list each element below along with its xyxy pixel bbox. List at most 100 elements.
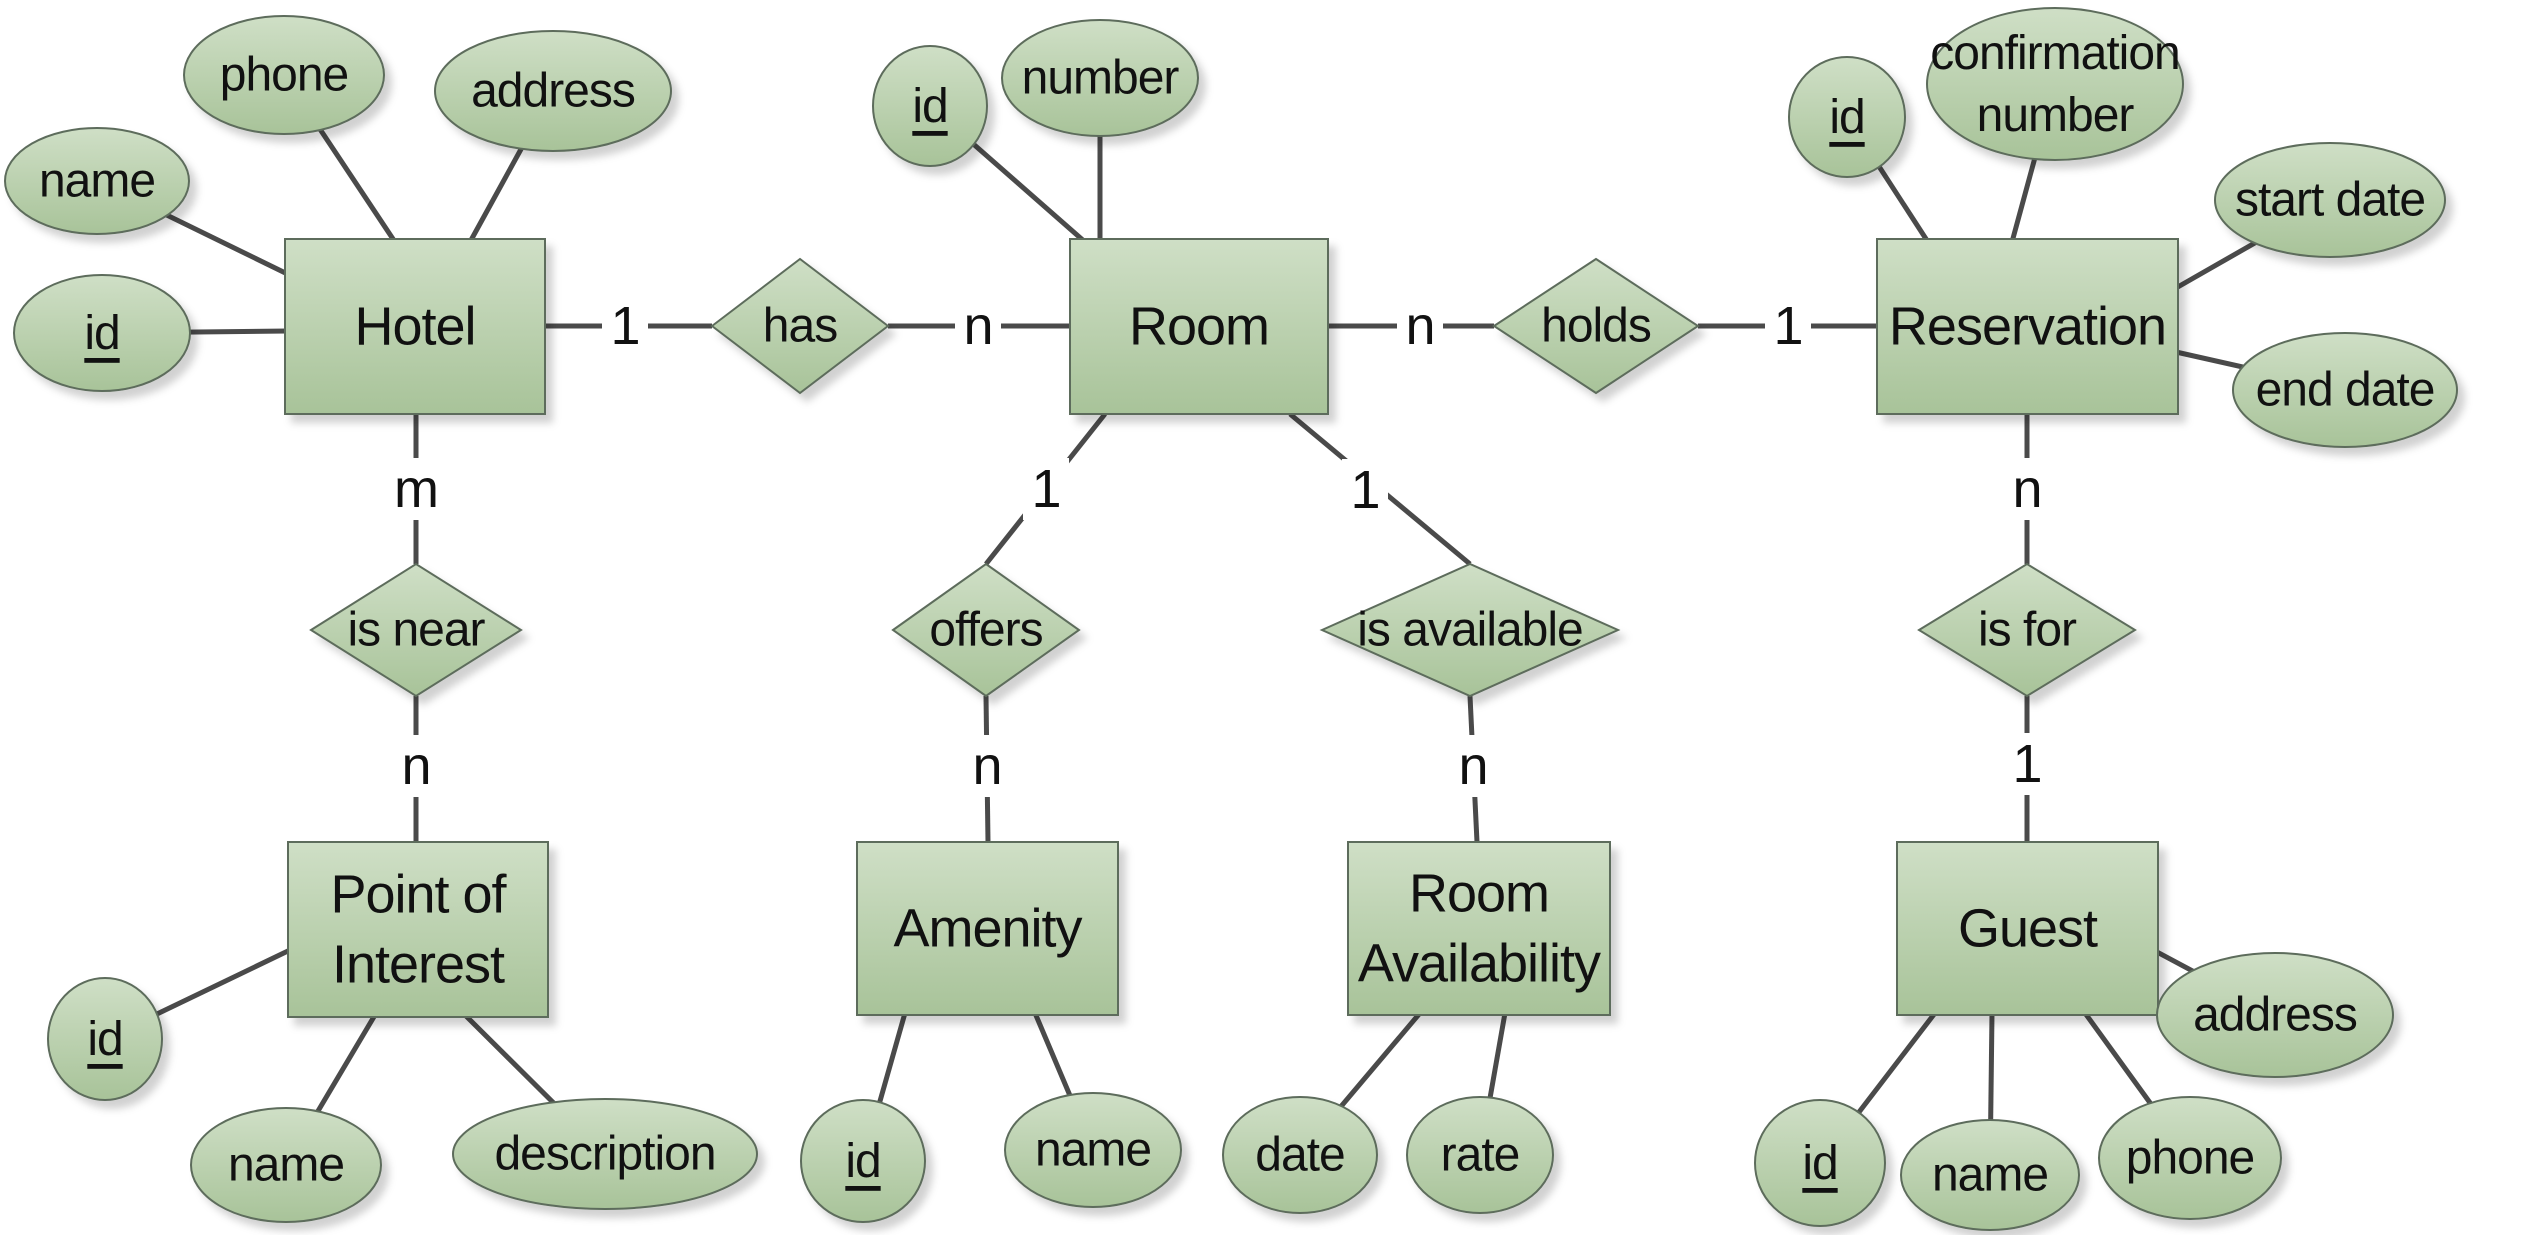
entity-box-room: [1069, 238, 1329, 415]
attribute-amenity-name: name: [1004, 1092, 1182, 1208]
attribute-label-reservation-end-date: end date: [2256, 364, 2435, 417]
attribute-label-poi-id: id: [87, 1013, 122, 1066]
attribute-amenity-id: id: [800, 1099, 926, 1223]
cardinality-1-0: 1: [602, 295, 648, 357]
attribute-label-amenity-name: name: [1035, 1124, 1151, 1177]
relationship-offers: offers: [891, 562, 1081, 698]
cardinality-1-6: 1: [1023, 458, 1069, 520]
attribute-label-room-number: number: [1022, 52, 1180, 105]
connector-layer: [95, 73, 2346, 1176]
relationship-diamond-is-near: [309, 562, 523, 698]
attribute-poi-id: id: [47, 977, 163, 1101]
cardinality-backplate: [393, 458, 439, 520]
attribute-ra-rate: rate: [1406, 1096, 1554, 1214]
cardinality-label: n: [2012, 459, 2041, 519]
attribute-label-reservation-id: id: [1829, 91, 1864, 144]
attribute-ellipse-poi-id: [47, 977, 163, 1101]
cardinality-n-7: n: [964, 735, 1010, 797]
attribute-ellipse-guest-address: [2156, 952, 2394, 1078]
entity-box-hotel: [284, 238, 546, 415]
entity-room: Room: [1069, 238, 1329, 415]
attribute-ellipse-reservation-start-date: [2214, 142, 2446, 258]
attribute-poi-description: description: [452, 1098, 758, 1210]
attribute-label-ra-rate: rate: [1441, 1129, 1520, 1182]
attribute-guest-id: id: [1754, 1099, 1886, 1227]
cardinality-backplate: [2004, 733, 2050, 795]
attribute-label-hotel-name: name: [39, 155, 155, 208]
cardinality-label: n: [972, 736, 1001, 796]
attribute-ellipse-room-id: [872, 45, 988, 167]
cardinality-label: 1: [1031, 459, 1060, 519]
cardinality-label: n: [401, 736, 430, 796]
cardinality-m-4: m: [393, 458, 439, 520]
cardinality-label: 1: [1773, 296, 1802, 356]
relationship-diamond-is-for: [1917, 562, 2137, 698]
attribute-reservation-id: id: [1788, 56, 1906, 178]
attribute-ellipse-poi-name: [190, 1107, 382, 1223]
cardinality-backplate: [1342, 459, 1388, 521]
entity-label-room: Room: [1129, 297, 1269, 357]
attribute-label-room-id: id: [912, 80, 947, 133]
attribute-label-amenity-id: id: [845, 1135, 880, 1188]
attribute-reservation-end-date: end date: [2232, 332, 2458, 448]
attribute-guest-phone: phone: [2098, 1096, 2282, 1220]
cardinality-label: 1: [610, 296, 639, 356]
attribute-ellipse-amenity-id: [800, 1099, 926, 1223]
cardinality-backplate: [964, 735, 1010, 797]
attribute-ellipse-reservation-confirmation-number: [1926, 7, 2184, 161]
attribute-room-number: number: [1001, 19, 1199, 137]
cardinality-backplate: [1765, 295, 1811, 357]
relationship-is-available: is available: [1319, 562, 1621, 698]
attribute-ellipse-amenity-name: [1004, 1092, 1182, 1208]
attribute-ellipse-reservation-id: [1788, 56, 1906, 178]
entity-box-reservation: [1876, 238, 2179, 415]
cardinality-n-2: n: [1397, 295, 1443, 357]
relationship-diamond-holds: [1492, 257, 1700, 395]
attribute-ellipse-ra-date: [1222, 1096, 1378, 1214]
relationship-label-holds: holds: [1541, 300, 1651, 353]
cardinality-n-5: n: [393, 735, 439, 797]
attribute-ellipse-ra-rate: [1406, 1096, 1554, 1214]
attribute-reservation-start-date: start date: [2214, 142, 2446, 258]
attribute-label-guest-id: id: [1802, 1137, 1837, 1190]
cardinality-1-11: 1: [2004, 733, 2050, 795]
relationship-diamond-offers: [891, 562, 1081, 698]
entity-label-guest: Guest: [1958, 899, 2098, 959]
relationship-label-is-available: is available: [1357, 604, 1582, 657]
entity-reservation: Reservation: [1876, 238, 2179, 415]
attribute-guest-name: name: [1900, 1119, 2080, 1231]
attribute-poi-name: name: [190, 1107, 382, 1223]
attribute-room-id: id: [872, 45, 988, 167]
attribute-label-guest-address: address: [2193, 989, 2357, 1042]
cardinality-n-10: n: [2004, 458, 2050, 520]
attribute-hotel-name: name: [4, 127, 190, 235]
relationship-holds: holds: [1492, 257, 1700, 395]
attribute-label-poi-description: description: [494, 1128, 715, 1181]
cardinality-backplate: [602, 295, 648, 357]
relationship-label-is-near: is near: [347, 604, 485, 657]
attribute-guest-address: address: [2156, 952, 2394, 1078]
entity-box-point-of-interest: [287, 841, 549, 1018]
entity-box-guest: [1896, 841, 2159, 1016]
attribute-ellipse-guest-name: [1900, 1119, 2080, 1231]
attribute-ra-date: date: [1222, 1096, 1378, 1214]
attribute-ellipse-reservation-end-date: [2232, 332, 2458, 448]
cardinality-label: m: [394, 459, 438, 519]
attribute-label-guest-phone: phone: [2126, 1132, 2254, 1185]
attribute-label-hotel-address: address: [471, 65, 635, 118]
attribute-ellipse-hotel-phone: [183, 15, 385, 135]
cardinality-label: n: [963, 296, 992, 356]
attribute-ellipse-hotel-id: [13, 274, 191, 392]
cardinality-label: n: [1405, 296, 1434, 356]
entity-guest: Guest: [1896, 841, 2159, 1016]
